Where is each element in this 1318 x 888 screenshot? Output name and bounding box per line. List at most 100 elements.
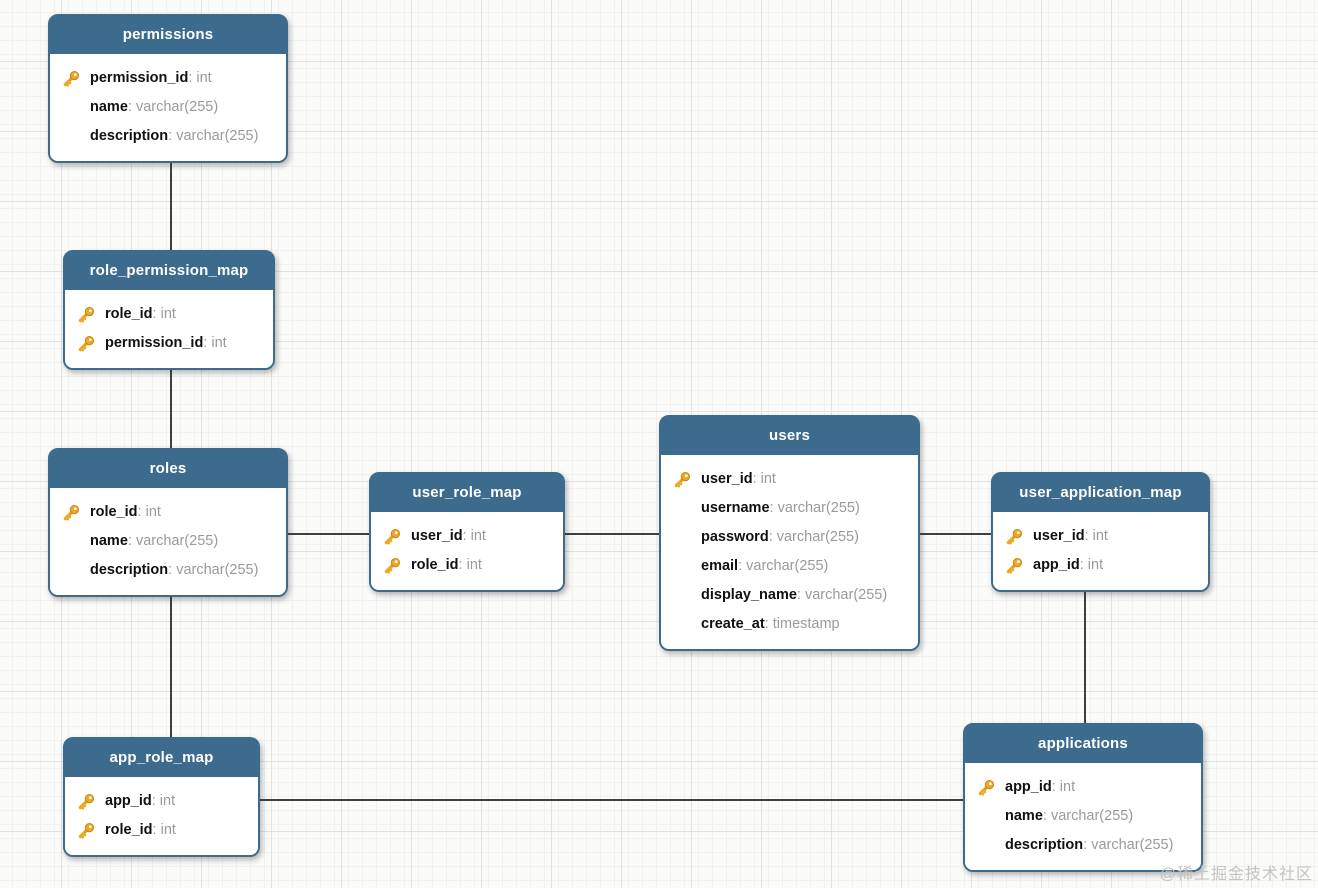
field-name: app_id xyxy=(1033,557,1080,573)
primary-key-icon xyxy=(1005,528,1023,546)
field-name: description xyxy=(90,562,169,578)
table-role_permission_map[interactable]: role_permission_map role_id: int permissio… xyxy=(63,250,275,370)
table-title-roles[interactable]: roles xyxy=(50,450,286,488)
field-row-permissions-name[interactable]: name: varchar(255) xyxy=(50,93,286,122)
field-row-users-create_at[interactable]: create_at: timestamp xyxy=(661,610,918,639)
primary-key-icon xyxy=(77,306,95,324)
field-type: : int xyxy=(752,471,776,487)
relationship-user_application_map-applications xyxy=(1084,588,1086,725)
relationship-roles-app_role_map xyxy=(170,591,172,739)
field-text: create_at: timestamp xyxy=(701,616,840,632)
field-row-applications-app_id[interactable]: app_id: int xyxy=(965,773,1201,802)
field-row-role_permission_map-permission_id[interactable]: permission_id: int xyxy=(65,329,273,358)
field-name: permission_id xyxy=(90,70,189,86)
field-row-user_application_map-app_id[interactable]: app_id: int xyxy=(993,551,1208,580)
field-row-roles-description[interactable]: description: varchar(255) xyxy=(50,556,286,585)
field-row-permissions-permission_id[interactable]: permission_id: int xyxy=(50,64,286,93)
field-row-users-user_id[interactable]: user_id: int xyxy=(661,465,918,494)
field-row-user_application_map-user_id[interactable]: user_id: int xyxy=(993,522,1208,551)
field-text: user_id: int xyxy=(1033,528,1108,544)
field-name: user_id xyxy=(1033,528,1085,544)
field-name: app_id xyxy=(105,793,152,809)
field-text: email: varchar(255) xyxy=(701,558,828,574)
field-text: permission_id: int xyxy=(90,70,212,86)
field-name: create_at xyxy=(701,616,765,632)
field-row-users-username[interactable]: username: varchar(255) xyxy=(661,494,918,523)
relationship-roles-user_role_map xyxy=(286,533,371,535)
field-type: : varchar(255) xyxy=(168,562,259,578)
field-text: app_id: int xyxy=(105,793,175,809)
table-title-applications[interactable]: applications xyxy=(965,725,1201,763)
field-text: user_id: int xyxy=(411,528,486,544)
field-row-user_role_map-role_id[interactable]: role_id: int xyxy=(371,551,563,580)
field-row-users-password[interactable]: password: varchar(255) xyxy=(661,523,918,552)
field-type: : int xyxy=(1051,779,1076,795)
field-row-roles-role_id[interactable]: role_id: int xyxy=(50,498,286,527)
field-type: : varchar(255) xyxy=(1083,837,1174,853)
field-type: : varchar(255) xyxy=(738,558,829,574)
table-title-permissions[interactable]: permissions xyxy=(50,16,286,54)
field-name: username xyxy=(701,500,770,516)
field-row-role_permission_map-role_id[interactable]: role_id: int xyxy=(65,300,273,329)
primary-key-icon xyxy=(77,822,95,840)
table-title-user_application_map[interactable]: user_application_map xyxy=(993,474,1208,512)
field-name: user_id xyxy=(701,471,753,487)
field-type: : int xyxy=(188,70,212,86)
field-row-users-display_name[interactable]: display_name: varchar(255) xyxy=(661,581,918,610)
field-text: password: varchar(255) xyxy=(701,529,859,545)
field-name: user_id xyxy=(411,528,463,544)
field-type: : int xyxy=(137,504,161,520)
field-name: description xyxy=(90,128,169,144)
table-permissions[interactable]: permissions permission_id: int name: varch… xyxy=(48,14,288,163)
field-name: permission_id xyxy=(105,335,204,351)
field-row-user_role_map-user_id[interactable]: user_id: int xyxy=(371,522,563,551)
field-text: name: varchar(255) xyxy=(90,99,218,115)
primary-key-icon xyxy=(62,70,80,88)
field-type: : int xyxy=(1079,557,1104,573)
field-name: name xyxy=(1005,808,1043,824)
field-row-applications-description[interactable]: description: varchar(255) xyxy=(965,831,1201,860)
field-text: user_id: int xyxy=(701,471,776,487)
field-row-users-email[interactable]: email: varchar(255) xyxy=(661,552,918,581)
table-title-app_role_map[interactable]: app_role_map xyxy=(65,739,258,777)
field-name: password xyxy=(701,529,769,545)
field-row-app_role_map-role_id[interactable]: role_id: int xyxy=(65,816,258,845)
field-text: role_id: int xyxy=(411,557,482,573)
field-name: name xyxy=(90,533,128,549)
table-title-user_role_map[interactable]: user_role_map xyxy=(371,474,563,512)
field-text: app_id: int xyxy=(1005,779,1075,795)
field-name: role_id xyxy=(105,306,153,322)
field-type: : int xyxy=(152,822,176,838)
field-text: permission_id: int xyxy=(105,335,227,351)
field-name: role_id xyxy=(105,822,153,838)
primary-key-icon xyxy=(62,504,80,522)
field-type: : varchar(255) xyxy=(1042,808,1134,824)
field-text: display_name: varchar(255) xyxy=(701,587,887,603)
field-text: role_id: int xyxy=(105,822,176,838)
field-row-applications-name[interactable]: name: varchar(255) xyxy=(965,802,1201,831)
table-title-users[interactable]: users xyxy=(661,417,918,455)
field-text: role_id: int xyxy=(90,504,161,520)
table-title-role_permission_map[interactable]: role_permission_map xyxy=(65,252,273,290)
field-row-app_role_map-app_id[interactable]: app_id: int xyxy=(65,787,258,816)
field-type: : int xyxy=(458,557,482,573)
field-type: : int xyxy=(151,793,176,809)
field-text: description: varchar(255) xyxy=(90,562,258,578)
field-row-roles-name[interactable]: name: varchar(255) xyxy=(50,527,286,556)
field-name: role_id xyxy=(411,557,459,573)
primary-key-icon xyxy=(383,557,401,575)
field-row-permissions-description[interactable]: description: varchar(255) xyxy=(50,122,286,151)
field-text: role_id: int xyxy=(105,306,176,322)
primary-key-icon xyxy=(77,335,95,353)
